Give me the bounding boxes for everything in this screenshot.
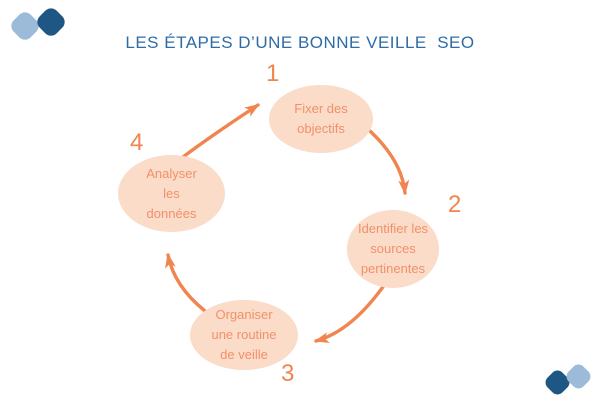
arrow-step4-to-step1 — [181, 103, 260, 159]
step-2-number: 2 — [448, 191, 462, 218]
step-3-ellipse: Organiser une routine de veille — [190, 300, 298, 370]
step-2-ellipse: Identifier les sources pertinentes — [347, 210, 439, 288]
arrow-step2-to-step3 — [314, 282, 387, 343]
step-4-ellipse: Analyser les données — [118, 155, 225, 232]
step-4-label: Analyser les données — [146, 165, 197, 221]
step-1-number: 1 — [266, 60, 280, 87]
step-3-number: 3 — [281, 360, 295, 387]
step-2-label: Identifier les sources pertinentes — [357, 221, 429, 276]
step-1-ellipse: Fixer des objectifs — [269, 85, 373, 153]
step-3-label: Organiser une routine de veille — [211, 307, 277, 362]
step-1-label: Fixer des objectifs — [294, 101, 348, 136]
step-4-number: 4 — [130, 129, 144, 156]
page-title: LES ÉTAPES D’UNE BONNE VEILLE SEO — [125, 33, 475, 52]
arrow-step3-to-step4 — [165, 253, 207, 313]
arrow-step1-to-step2 — [368, 129, 410, 195]
